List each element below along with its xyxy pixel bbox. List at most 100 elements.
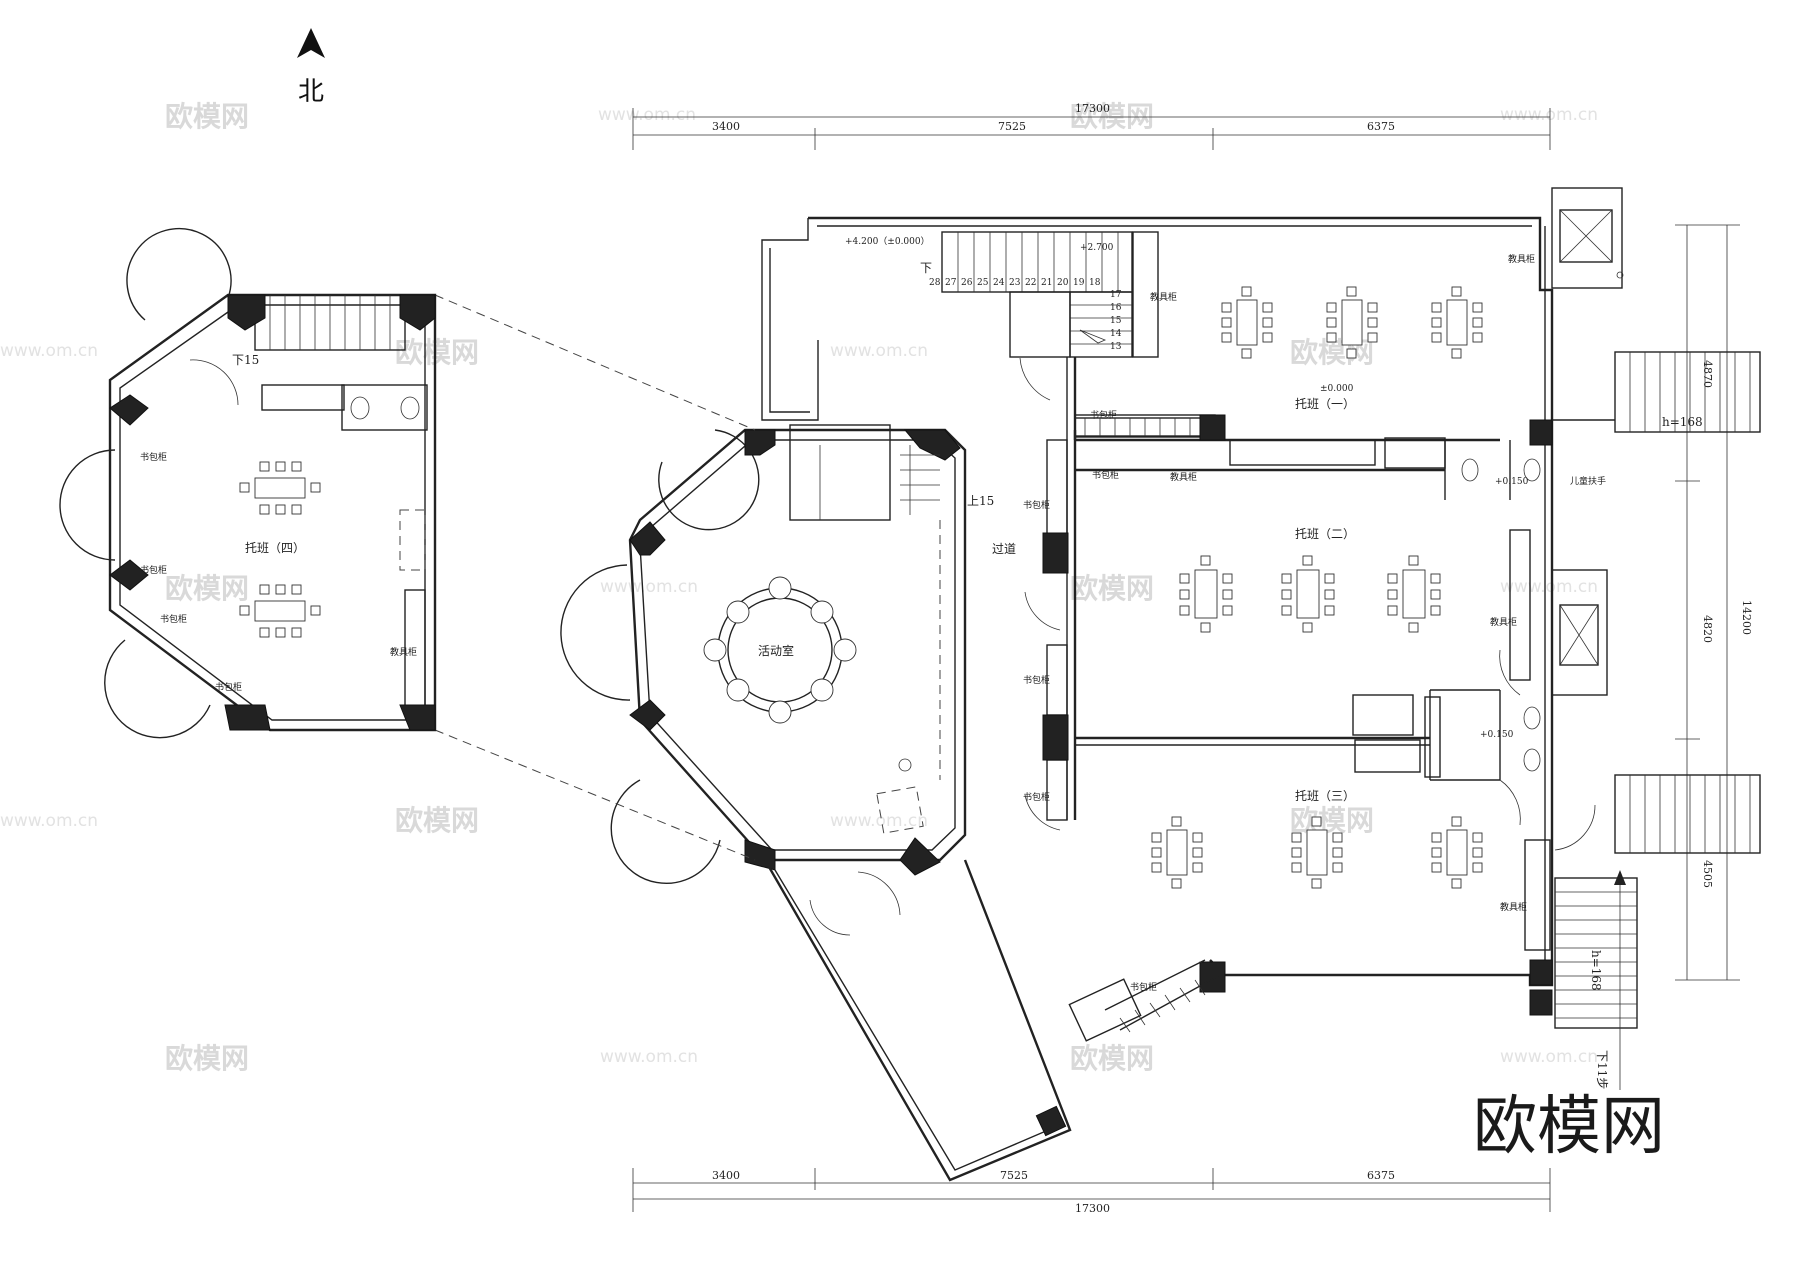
column — [1199, 414, 1226, 441]
level-wc-one: +0.150 — [1495, 477, 1529, 487]
stair-step: 24 — [993, 278, 1005, 288]
north-arrow-icon — [297, 28, 325, 58]
dim-bottom-seg-1: 3400 — [712, 1169, 740, 1182]
cabinet-label: 教具柜 — [1490, 616, 1517, 628]
table-group — [1326, 286, 1378, 359]
room-label-class-one: 托班（一） — [1295, 397, 1355, 411]
class-two-furniture — [1179, 555, 1441, 633]
main-building — [761, 216, 1596, 1137]
watermark-brand: 欧模网 — [395, 336, 479, 369]
room-label-class-two: 托班（二） — [1295, 527, 1355, 541]
watermark-brand: 欧模网 — [165, 100, 249, 133]
table-group — [1291, 816, 1343, 889]
stair-step: 18 — [1089, 278, 1101, 288]
level-class-one: ±0.000 — [1320, 384, 1354, 394]
dimension-right: 4870 4820 4505 14200 — [1675, 224, 1753, 981]
stair-step: 22 — [1025, 278, 1036, 288]
dimension-top: 17300 3400 7525 6375 — [632, 102, 1551, 150]
stair-step: 23 — [1009, 278, 1021, 288]
table-group — [1151, 816, 1203, 889]
dim-bottom-seg-3: 6375 — [1367, 1169, 1395, 1182]
cabinet-label: 书包柜 — [215, 681, 242, 693]
cabinet-label: 书包柜 — [1023, 791, 1050, 803]
north-label: 北 — [298, 77, 324, 107]
dim-top-total: 17300 — [1075, 102, 1110, 115]
cabinet-labels: 教具柜 教具柜 教具柜 教具柜 教具柜 教具柜 书包柜 书包柜 书包柜 书包柜 … — [140, 253, 1606, 993]
cabinet-label: 教具柜 — [390, 646, 417, 658]
table-group — [239, 584, 321, 638]
dim-right-seg-3: 4505 — [1701, 860, 1714, 888]
watermark-site: www.om.cn — [1500, 105, 1598, 125]
watermark-site: www.om.cn — [600, 1047, 698, 1067]
watermark-site: www.om.cn — [1500, 1047, 1598, 1067]
column — [1042, 532, 1069, 574]
watermark-brand: 欧模网 — [1070, 1042, 1154, 1075]
table-group — [1179, 555, 1233, 633]
dim-top-seg-3: 6375 — [1367, 120, 1395, 133]
brand-logo: 欧模网 — [1473, 1090, 1665, 1164]
level-stair-landing: +2.700 — [1080, 243, 1114, 253]
dim-bottom-total: 17300 — [1075, 1202, 1110, 1215]
watermark-brand: 欧模网 — [165, 572, 249, 605]
stair-step: 27 — [945, 278, 957, 288]
room-label-class-three: 托班（三） — [1295, 789, 1355, 803]
watermark-brand: 欧模网 — [165, 1042, 249, 1075]
stair-down-11: 下11步 — [1595, 1050, 1609, 1089]
watermark-brand: 欧模网 — [1070, 572, 1154, 605]
stair-step: 17 — [1110, 290, 1122, 300]
watermark-brand: 欧模网 — [395, 804, 479, 837]
table-group — [1221, 286, 1273, 359]
stair-step: 19 — [1073, 278, 1085, 288]
stair-down-15: 下15 — [232, 353, 259, 367]
dim-bottom-seg-2: 7525 — [1000, 1169, 1028, 1182]
class-one-furniture — [1221, 286, 1483, 359]
table-group — [1431, 816, 1483, 889]
table-group — [239, 461, 321, 515]
column — [1035, 1105, 1067, 1137]
watermark-brand: 欧模网 — [1070, 100, 1154, 133]
watermark-site: www.om.cn — [830, 341, 928, 361]
cabinet-label: 教具柜 — [1150, 291, 1177, 303]
small-stair — [789, 424, 940, 521]
room-label-corridor: 过道 — [992, 542, 1016, 556]
dim-right-seg-1: 4870 — [1701, 360, 1714, 388]
table-group — [1281, 555, 1335, 633]
column — [1529, 959, 1553, 986]
activity-room — [434, 294, 1221, 1182]
stair-step: 26 — [961, 278, 973, 288]
cabinet-label: 书包柜 — [1023, 674, 1050, 686]
dim-top-seg-1: 3400 — [712, 120, 740, 133]
stair-down-label: 下 — [920, 261, 932, 275]
column — [1529, 989, 1553, 1016]
stair-step: 21 — [1041, 278, 1052, 288]
table-group — [1387, 555, 1441, 633]
level-marks: +4.200（±0.000） +2.700 ±0.000 +0.150 +0.1… — [845, 236, 1703, 991]
watermark-site: www.om.cn — [600, 577, 698, 597]
stair-step: 25 — [977, 278, 989, 288]
class-three-furniture — [1151, 816, 1483, 889]
level-ramp-two: h=168 — [1589, 950, 1603, 991]
level-ramp-one: h=168 — [1662, 415, 1703, 429]
stair-step: 13 — [1110, 342, 1122, 352]
level-top-floor: +4.200（±0.000） — [845, 236, 930, 247]
stair-step: 16 — [1110, 303, 1122, 313]
watermark-site: www.om.cn — [0, 811, 98, 831]
cabinet-label: 书包柜 — [1092, 469, 1119, 481]
stair-up-15: 上15 — [967, 494, 994, 508]
cabinet-label: 教具柜 — [1500, 901, 1527, 913]
cabinet-label: 书包柜 — [140, 564, 167, 576]
cabinet-label: 书包柜 — [160, 613, 187, 625]
dim-top-seg-2: 7525 — [998, 120, 1026, 133]
cabinet-label: 书包柜 — [140, 451, 167, 463]
level-wc-two: +0.150 — [1480, 730, 1514, 740]
cabinet-label: 书包柜 — [1130, 981, 1157, 993]
stair-step: 14 — [1110, 329, 1122, 339]
room-label-class-four: 托班（四） — [245, 541, 305, 555]
watermark-site: www.om.cn — [1500, 577, 1598, 597]
stair-step: 28 — [929, 278, 941, 288]
column — [1529, 419, 1553, 446]
cabinet-label: 教具柜 — [1170, 471, 1197, 483]
room-label-activity: 活动室 — [758, 643, 794, 658]
stair-step: 20 — [1057, 278, 1069, 288]
